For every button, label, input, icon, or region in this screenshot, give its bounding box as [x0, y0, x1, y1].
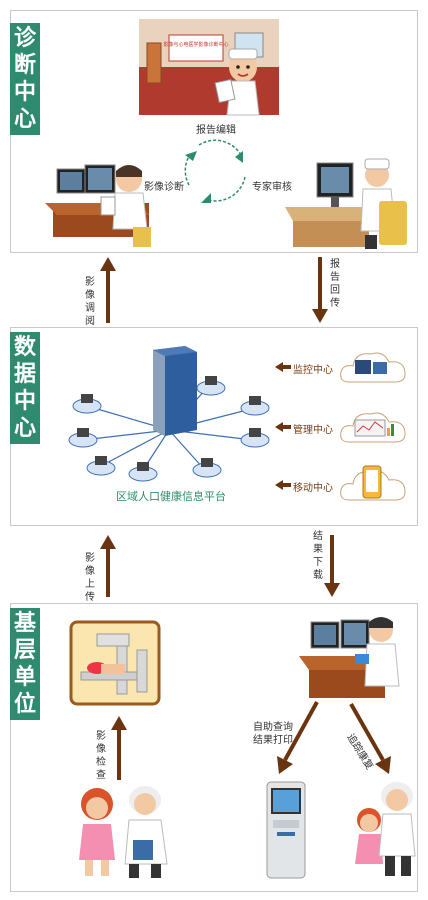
report-edit-label: 报告编辑 [196, 125, 236, 136]
diagnosis-workstation-illustration [45, 164, 151, 247]
arrow-left-icon [275, 362, 291, 372]
platform-label: 区域人口健康信息平台 [116, 490, 226, 503]
diagnosis-center-title: 诊断中心 [10, 23, 40, 135]
xray-machine-illustration [69, 620, 161, 706]
image-diagnosis-label: 影像诊断 [144, 182, 184, 193]
cloud-icon [340, 412, 406, 443]
result-download-label: 结果下载 [313, 531, 323, 581]
monitoring-center-label: 监控中心 [293, 365, 333, 376]
self-service-kiosk-illustration [266, 781, 306, 879]
diagnosis-center-panel: 诊断中心 影像与心电医学影像诊断中心 报告编辑 影像诊断 专家审核 [10, 10, 418, 253]
image-exam-label: 影像检查 [96, 731, 106, 781]
mobile-center-item: 移动中心 [275, 464, 407, 506]
cloud-icon [340, 465, 406, 501]
image-upload-arrow [100, 535, 116, 597]
follow-up-arrow [349, 703, 391, 774]
rehab-patients-illustration [355, 782, 416, 876]
data-center-panel: 数据中心 [10, 327, 418, 526]
result-download-arrow [324, 535, 340, 597]
image-review-arrow [100, 257, 116, 323]
report-return-arrow [312, 257, 328, 323]
expert-workstation-illustration [285, 158, 407, 249]
grassroots-unit-panel: 基层单位 自助查询 结果打印 追踪康复 影像检查 [10, 603, 418, 892]
cloud-icon [340, 352, 406, 383]
monitoring-center-item: 监控中心 [275, 348, 407, 388]
review-cycle-arrows [184, 139, 246, 203]
management-center-label: 管理中心 [293, 425, 333, 436]
management-center-item: 管理中心 [275, 408, 407, 448]
office-sign-text: 影像与心电医学影像诊断中心 [163, 41, 228, 48]
grassroots-unit-title: 基层单位 [10, 608, 40, 720]
self-print-arrow [277, 701, 319, 774]
self-print-label: 自助查询 结果打印 [253, 722, 293, 746]
image-review-label: 影像调阅 [85, 277, 95, 327]
mobile-center-label: 移动中心 [293, 483, 333, 494]
grassroots-workstation-illustration [299, 617, 400, 698]
data-center-title: 数据中心 [10, 332, 40, 444]
image-upload-label: 影像上传 [85, 553, 95, 603]
arrow-left-icon [275, 422, 291, 432]
image-exam-arrow [111, 716, 127, 780]
arrow-left-icon [275, 480, 291, 490]
report-office-illustration: 影像与心电医学影像诊断中心 [139, 19, 279, 116]
patient-doctor-illustration [79, 786, 168, 878]
report-return-label: 报告回传 [330, 259, 340, 309]
expert-review-label: 专家审核 [252, 182, 292, 193]
platform-network-diagram [68, 346, 270, 482]
